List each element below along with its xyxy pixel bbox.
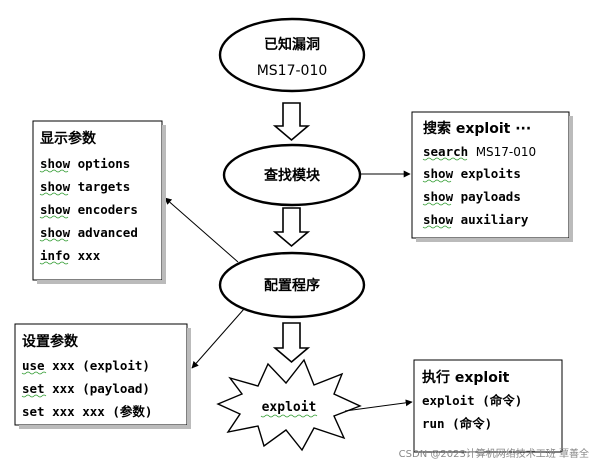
set-params-line-3-arg: xxx xxx (参数) — [52, 404, 152, 419]
node-known-vulnerability-id: MS17-010 — [257, 63, 328, 79]
box-search-line-2: show exploits — [423, 166, 521, 181]
down-arrow-3 — [272, 322, 311, 364]
watermark-text: CSDN @2023计算机网络技术工班 覃善全 — [399, 447, 589, 460]
connector-configure-to-show-params — [164, 197, 239, 263]
show-params-line-3-cmd: show — [40, 202, 71, 217]
search-line-2-arg: exploits — [461, 166, 521, 181]
show-params-line-1-cmd: show — [40, 156, 71, 171]
box-set-params: 设置参数 use xxx (exploit) set xxx (payload)… — [14, 323, 191, 429]
box-execute: 执行 exploit exploit (命令) run (命令) — [413, 359, 563, 453]
set-params-line-2-arg: xxx (payload) — [52, 381, 150, 396]
search-line-3-underline — [422, 202, 452, 206]
set-params-line-2-cmd: set — [22, 381, 45, 396]
execute-line-2-arg: (命令) — [452, 416, 492, 431]
execute-line-1-cmd: exploit — [422, 393, 475, 408]
box-execute-title: 执行 exploit — [422, 369, 510, 386]
box-show-params: 显示参数 show options show targets show enco… — [32, 120, 166, 284]
set-params-line-3-cmd: set — [22, 404, 45, 419]
box-search-line-4: show auxiliary — [423, 212, 529, 227]
node-known-vulnerability: 已知漏洞 MS17-010 — [218, 17, 366, 93]
node-find-module-label: 查找模块 — [264, 167, 321, 184]
execute-line-2-cmd: run — [422, 416, 445, 431]
search-line-3-cmd: show — [423, 189, 454, 204]
exploit-starburst — [216, 358, 362, 452]
set-params-line-1-cmd: use — [22, 358, 45, 373]
node-configure-label: 配置程序 — [264, 277, 320, 294]
set-params-line-3: set xxx xxx (参数) — [22, 404, 152, 419]
node-exploit-label: exploit — [262, 400, 317, 415]
show-params-line-5: info xxx — [40, 248, 101, 263]
search-line-2-underline — [422, 179, 452, 183]
search-line-3-arg: payloads — [461, 189, 521, 204]
show-params-line-3-arg: encoders — [78, 202, 138, 217]
node-known-vulnerability-title: 已知漏洞 — [264, 36, 320, 53]
box-search-line-3: show payloads — [423, 189, 521, 204]
show-params-line-5-arg: xxx — [78, 248, 101, 263]
search-line-1-underline — [422, 157, 468, 161]
set-params-underline-1 — [21, 371, 47, 375]
set-params-line-1-arg: xxx (exploit) — [52, 358, 150, 373]
show-params-underline-3 — [39, 215, 69, 219]
show-params-line-2-cmd: show — [40, 179, 71, 194]
down-arrow-1 — [272, 102, 311, 142]
box-search: 搜索 exploit ··· search MS17-010 show expl… — [411, 111, 573, 242]
connector-exploit-to-execute — [344, 399, 413, 412]
set-params-underline-2 — [21, 394, 47, 398]
search-line-1-cmd: search — [423, 144, 468, 159]
show-params-line-4-cmd: show — [40, 225, 71, 240]
node-configure: 配置程序 — [218, 251, 366, 319]
node-exploit: exploit — [216, 358, 362, 452]
set-params-line-1: use xxx (exploit) — [22, 358, 150, 373]
show-params-line-4: show advanced — [40, 225, 138, 240]
node-find-module: 查找模块 — [222, 143, 362, 207]
show-params-line-1-arg: options — [78, 156, 131, 171]
execute-line-2: run (命令) — [422, 416, 492, 431]
exploit-spell-underline — [260, 414, 318, 418]
search-line-2-cmd: show — [423, 166, 454, 181]
set-params-line-2: set xxx (payload) — [22, 381, 150, 396]
search-line-4-arg: auxiliary — [461, 212, 529, 227]
show-params-line-4-arg: advanced — [78, 225, 138, 240]
box-search-title: 搜索 exploit ··· — [423, 120, 531, 137]
down-arrow-2 — [272, 207, 311, 248]
show-params-underline-1 — [39, 169, 69, 173]
show-params-line-3: show encoders — [40, 202, 138, 217]
show-params-line-2-arg: targets — [78, 179, 131, 194]
box-search-line-1: search MS17-010 — [423, 144, 536, 159]
show-params-line-1: show options — [40, 156, 130, 171]
show-params-underline-4 — [39, 238, 69, 242]
show-params-underline-2 — [39, 192, 69, 196]
search-line-4-cmd: show — [423, 212, 454, 227]
show-params-line-5-cmd: info — [40, 248, 70, 263]
execute-line-1-arg: (命令) — [482, 393, 522, 408]
execute-line-1: exploit (命令) — [422, 393, 522, 408]
box-search-title-text: 搜索 exploit ··· — [423, 120, 531, 137]
box-show-params-title: 显示参数 — [40, 130, 97, 147]
search-line-1-arg: MS17-010 — [476, 145, 536, 159]
show-params-underline-5 — [39, 261, 69, 265]
show-params-line-2: show targets — [40, 179, 130, 194]
search-line-4-underline — [422, 225, 452, 229]
connector-configure-to-set-params — [191, 308, 245, 369]
box-set-params-title: 设置参数 — [22, 333, 79, 350]
